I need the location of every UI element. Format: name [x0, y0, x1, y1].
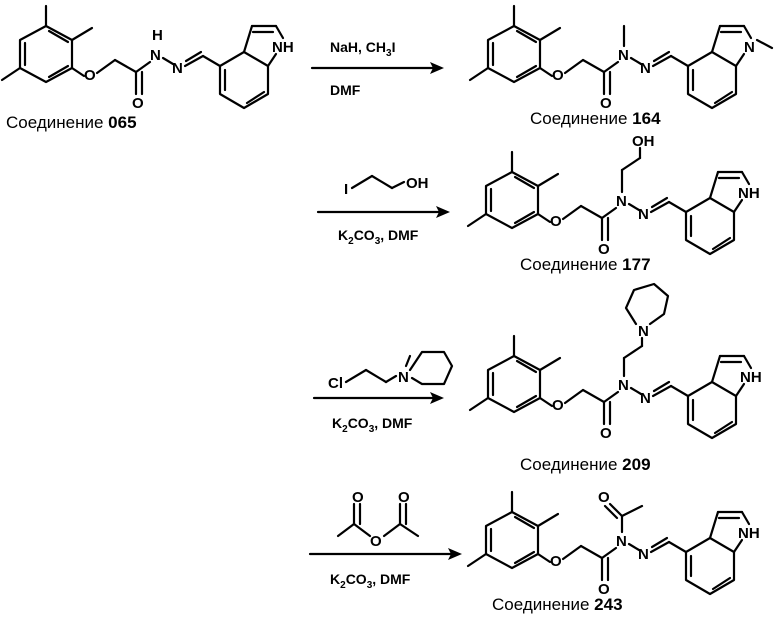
- reagent-atom: O: [352, 489, 364, 506]
- atom-label: NH: [272, 39, 294, 56]
- compound-number: 164: [632, 109, 661, 128]
- atom-label: N: [640, 60, 651, 77]
- compound-number: 177: [622, 255, 650, 274]
- compound-word: Соединение: [530, 109, 627, 128]
- atom-label: N: [744, 39, 755, 56]
- atom-label: O: [598, 489, 610, 506]
- reagent-atom: N: [398, 369, 409, 386]
- reagent-atom: O: [398, 489, 410, 506]
- structure-177: O O N OH N NH: [466, 133, 760, 258]
- atom-label: O: [552, 67, 564, 84]
- atom-label: O: [598, 581, 610, 598]
- atom-label: N: [638, 546, 649, 563]
- compound-number: 243: [594, 595, 622, 614]
- structure-209: O O N N N NH: [468, 282, 762, 442]
- reaction-arrow-1: NaH, CH3I DMF: [310, 39, 444, 98]
- compound-word: Соединение: [520, 255, 617, 274]
- structure-164: O O N N N: [468, 4, 774, 112]
- atom-label: OH: [632, 133, 655, 150]
- compound-word: Соединение: [6, 113, 103, 132]
- compound-word: Соединение: [492, 595, 589, 614]
- reagent-atom: I: [344, 181, 348, 198]
- compound-label-209: Соединение 209: [520, 455, 651, 474]
- atom-label: NH: [738, 525, 760, 542]
- atom-label: N: [150, 47, 161, 64]
- reagent-atom: OH: [406, 175, 429, 192]
- solvent-text: K2CO3, DMF: [332, 415, 413, 435]
- atom-label: O: [552, 397, 564, 414]
- atom-label: O: [600, 95, 612, 112]
- atom-label: O: [600, 425, 612, 442]
- compound-label-065: Соединение 065: [6, 113, 137, 132]
- atom-label: N: [618, 47, 629, 64]
- atom-label: N: [616, 193, 627, 210]
- reagent-atom: O: [370, 533, 382, 550]
- atom-label: N: [638, 206, 649, 223]
- reagent-atom: Cl: [328, 375, 343, 392]
- atom-label: O: [84, 67, 96, 84]
- atom-label: O: [132, 95, 144, 112]
- structure-065: O O N H N NH: [0, 4, 294, 112]
- atom-label: N: [638, 323, 649, 340]
- atom-label: N: [616, 533, 627, 550]
- atom-label: O: [598, 241, 610, 258]
- compound-number: 065: [108, 113, 136, 132]
- atom-label: O: [550, 213, 562, 230]
- atom-label: NH: [738, 185, 760, 202]
- solvent-text: K2CO3, DMF: [330, 571, 411, 591]
- atom-label: O: [550, 553, 562, 570]
- compound-label-177: Соединение 177: [520, 255, 651, 274]
- compound-label-243: Соединение 243: [492, 595, 623, 614]
- reaction-arrow-3: Cl N K2CO3, DMF: [312, 350, 454, 435]
- atom-label: H: [152, 27, 163, 44]
- atom-label: N: [640, 390, 651, 407]
- compound-label-164: Соединение 164: [530, 109, 661, 128]
- atom-label: NH: [740, 369, 762, 386]
- atom-label: N: [172, 60, 183, 77]
- atom-label: N: [618, 377, 629, 394]
- compound-number: 209: [622, 455, 650, 474]
- reaction-arrow-4: O O O K2CO3, DMF: [308, 489, 462, 591]
- reaction-arrow-2: I OH K2CO3, DMF: [316, 174, 450, 247]
- reagent-text: NaH, CH3I: [330, 39, 395, 59]
- solvent-text: K2CO3, DMF: [338, 227, 419, 247]
- compound-word: Соединение: [520, 455, 617, 474]
- solvent-text: DMF: [330, 82, 361, 98]
- structure-243: O O N O N NH: [466, 489, 760, 598]
